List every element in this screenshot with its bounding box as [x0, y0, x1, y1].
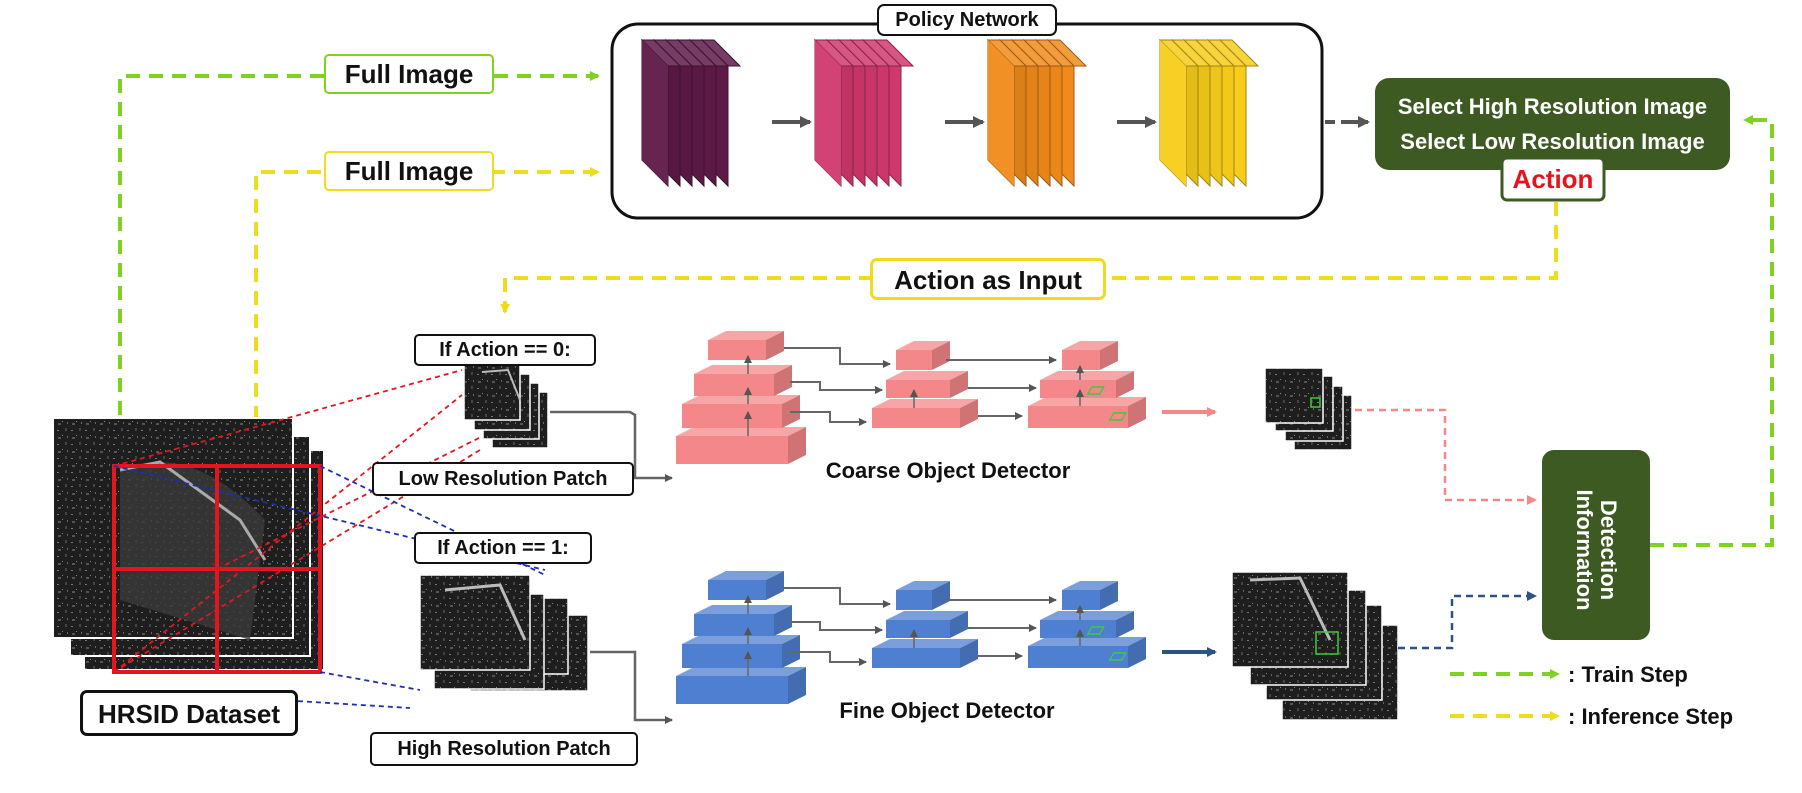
select-high-resolution-label: Select High Resolution Image: [1397, 94, 1708, 119]
policy-layer-2: [813, 38, 915, 188]
action-tag-box: [1500, 156, 1606, 202]
low-resolution-patch-stack: [463, 363, 549, 449]
legend-inference-label: : Inference Step: [1568, 704, 1734, 729]
hrsid-dataset-label: HRSID Dataset: [80, 690, 298, 736]
detection-information-box: [1542, 450, 1650, 640]
patch-to-detector-arrows: [550, 410, 673, 724]
high-resolution-patch-stack: [419, 574, 589, 692]
action-as-input-label: Action as Input: [870, 258, 1106, 300]
policy-network-layers: [640, 38, 1260, 188]
if-action-0-label: If Action == 0:: [414, 334, 596, 366]
if-action-1-label: If Action == 1:: [414, 532, 592, 564]
train-arrow-feedback: [1650, 115, 1774, 547]
coarse-output-stack: [1264, 367, 1353, 451]
hrsid-image-stack: [52, 417, 325, 674]
high-resolution-patch-label: High Resolution Patch: [370, 732, 638, 766]
policy-network-title: Policy Network: [877, 4, 1057, 36]
fine-output-stack: [1231, 571, 1399, 721]
detection-information-label: Detection Information: [1572, 489, 1621, 611]
select-low-resolution-label: Select Low Resolution Image: [1400, 129, 1705, 154]
coarse-detector-label: Coarse Object Detector: [825, 458, 1071, 483]
fine-object-detector: [676, 571, 1146, 704]
full-image-train-label: Full Image: [324, 54, 494, 94]
fine-to-detection-arrow: [1398, 591, 1537, 650]
full-image-inference-label: Full Image: [324, 151, 494, 191]
inference-arrow-full-image: [254, 167, 600, 420]
legend-train-label: : Train Step: [1568, 662, 1688, 687]
coarse-object-detector: [676, 331, 1146, 464]
policy-layer-3: [986, 38, 1088, 188]
low-resolution-patch-label: Low Resolution Patch: [372, 462, 634, 496]
policy-layer-4: [1158, 38, 1260, 188]
policy-layer-1: [640, 38, 742, 188]
fine-detector-label: Fine Object Detector: [839, 698, 1055, 723]
action-selection-box: [1375, 78, 1730, 170]
coarse-to-detection-arrow: [1355, 408, 1537, 505]
action-label: Action: [1512, 164, 1594, 194]
